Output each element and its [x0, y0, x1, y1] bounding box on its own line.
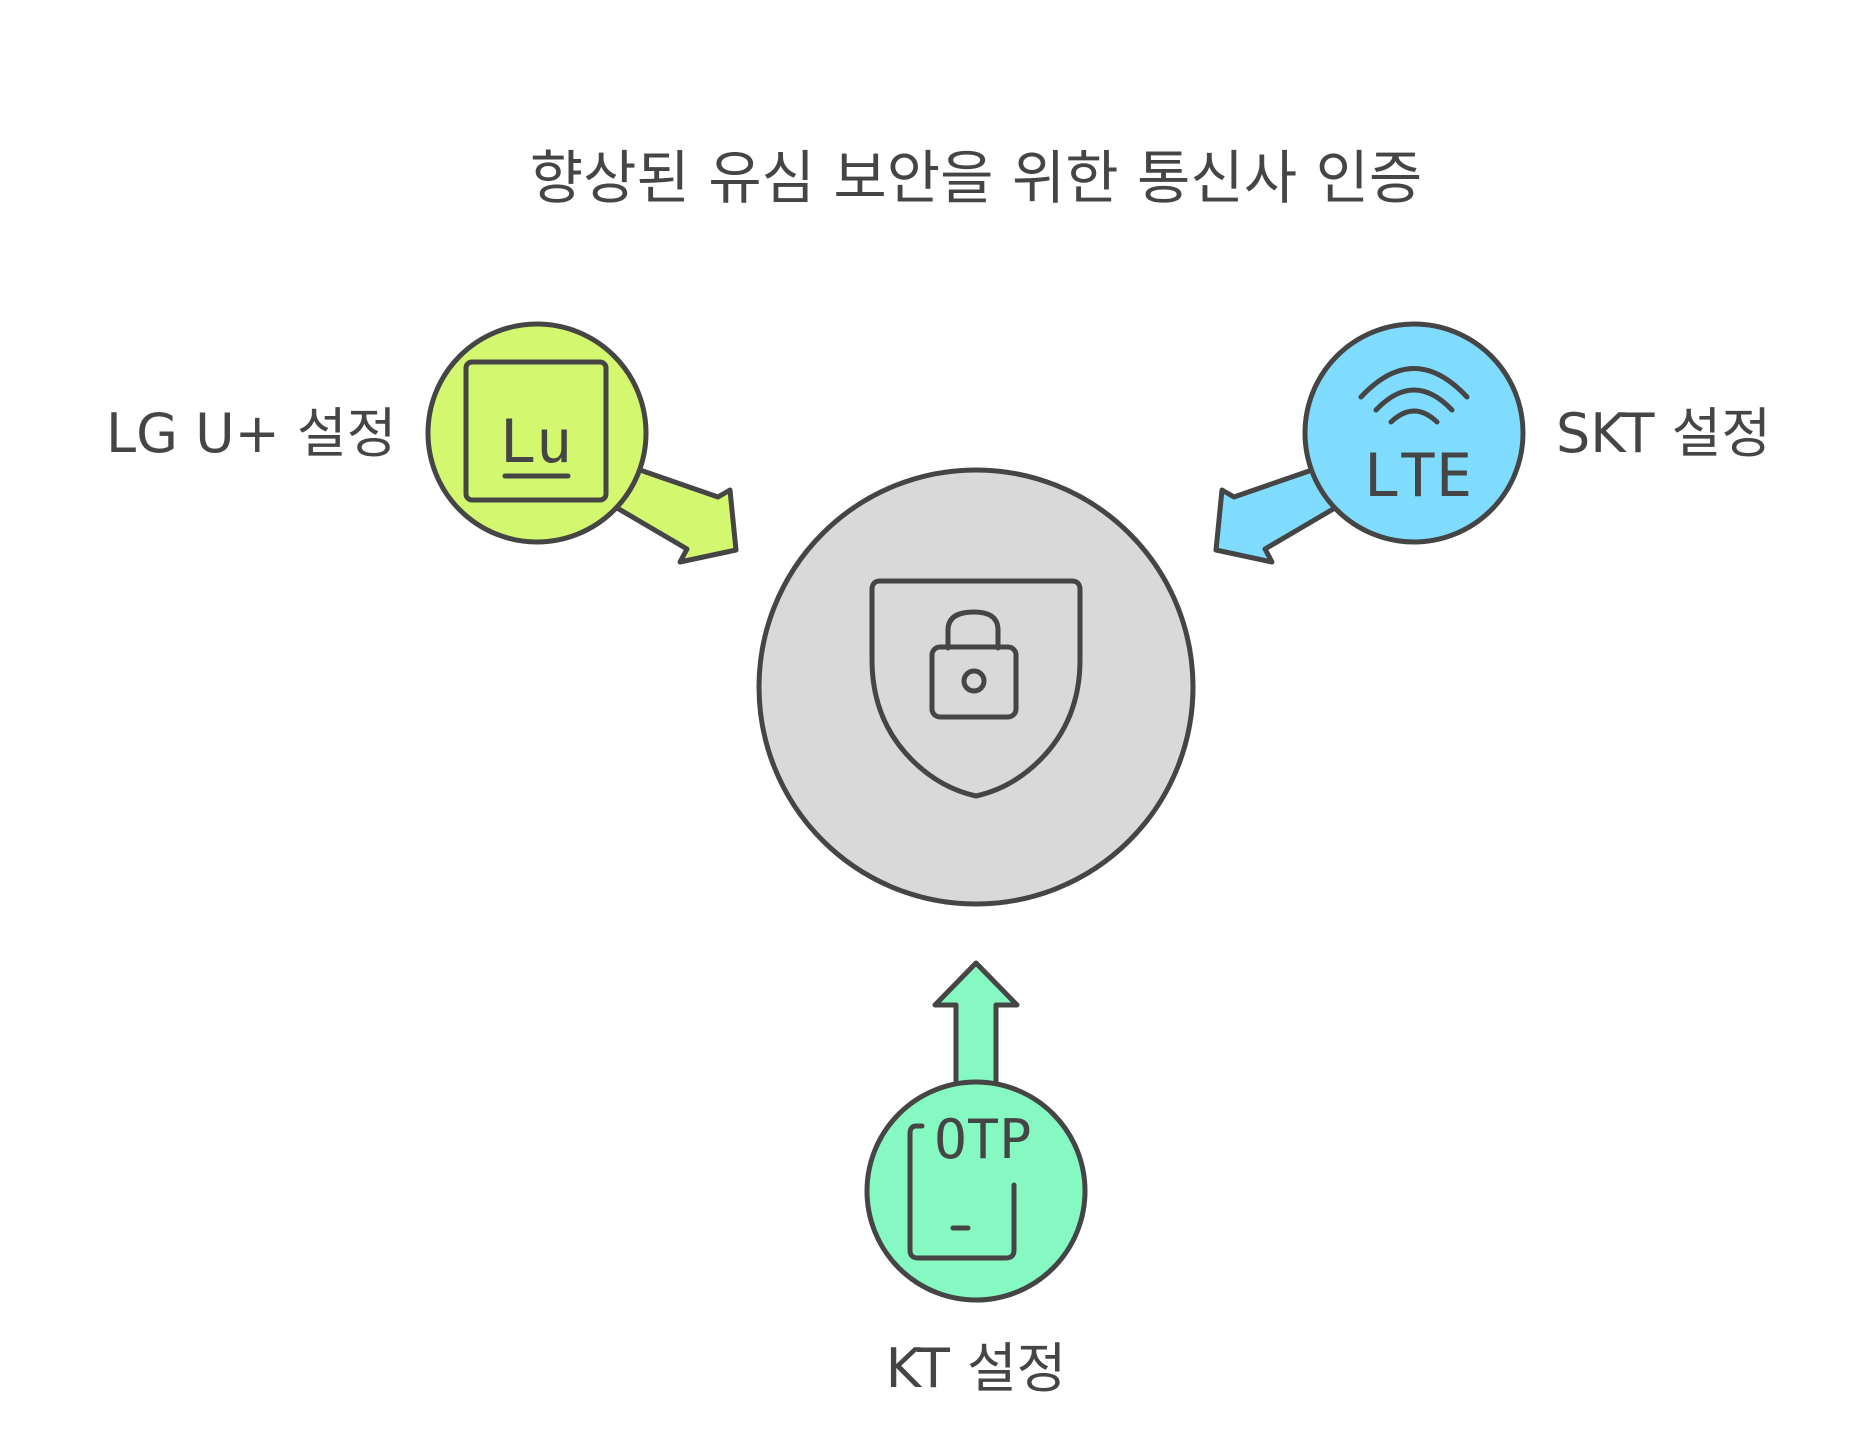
center-security-node: [756, 467, 1196, 907]
lte-icon-text: LTE: [1364, 441, 1472, 511]
lgu-arrow: [609, 467, 739, 565]
center-circle: [756, 467, 1196, 907]
diagram-title: 향상된 유심 보안을 위한 통신사 인증: [530, 144, 1423, 212]
kt-label: KT 설정: [886, 1337, 1067, 1400]
lgu-node: Lu LG U+ 설정: [106, 321, 739, 565]
kt-arrow: [932, 960, 1020, 1093]
lgu-label: LG U+ 설정: [106, 402, 396, 465]
otp-icon-text: OTP: [934, 1108, 1032, 1171]
kt-circle: [864, 1079, 1088, 1303]
kt-node: OTP KT 설정: [864, 960, 1088, 1400]
lu-tile-icon: Lu: [463, 359, 609, 503]
skt-arrow: [1213, 467, 1343, 565]
lte-signal-icon: LTE: [1358, 366, 1472, 511]
lu-icon-text: Lu: [500, 407, 572, 477]
shield-lock-icon: [869, 578, 1083, 799]
skt-circle: [1302, 321, 1526, 545]
lgu-circle: [425, 321, 649, 545]
otp-device-icon: OTP: [907, 1108, 1032, 1261]
skt-node: LTE SKT 설정: [1213, 321, 1771, 565]
skt-label: SKT 설정: [1556, 402, 1771, 465]
